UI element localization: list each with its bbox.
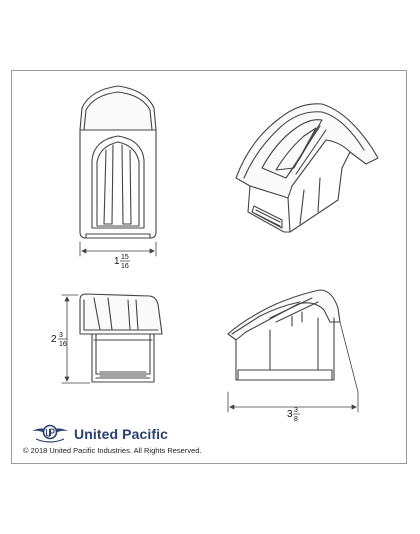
front-width-numerator: 15	[121, 254, 129, 261]
elevation-length-numerator: 3	[294, 407, 298, 414]
copyright-text: © 2018 United Pacific Industries. All Ri…	[23, 446, 202, 455]
side-view	[79, 293, 163, 383]
front-width-dimension	[79, 241, 157, 257]
elevation-length-dimension	[227, 321, 359, 413]
front-width-whole: 1	[114, 256, 120, 267]
drawing-frame	[11, 70, 407, 464]
elevation-length-denominator: 8	[294, 416, 298, 423]
brand-name: United Pacific	[74, 426, 168, 442]
isometric-view	[235, 103, 379, 233]
front-width-denominator: 16	[121, 263, 129, 270]
united-pacific-logo-icon	[32, 424, 68, 443]
side-height-whole: 2	[51, 334, 57, 345]
side-height-dimension	[61, 294, 91, 384]
elevation-view	[227, 289, 341, 381]
side-height-denominator: 16	[59, 341, 67, 348]
side-height-numerator: 3	[59, 332, 63, 339]
elevation-length-whole: 3	[287, 409, 293, 420]
front-view	[79, 85, 157, 239]
